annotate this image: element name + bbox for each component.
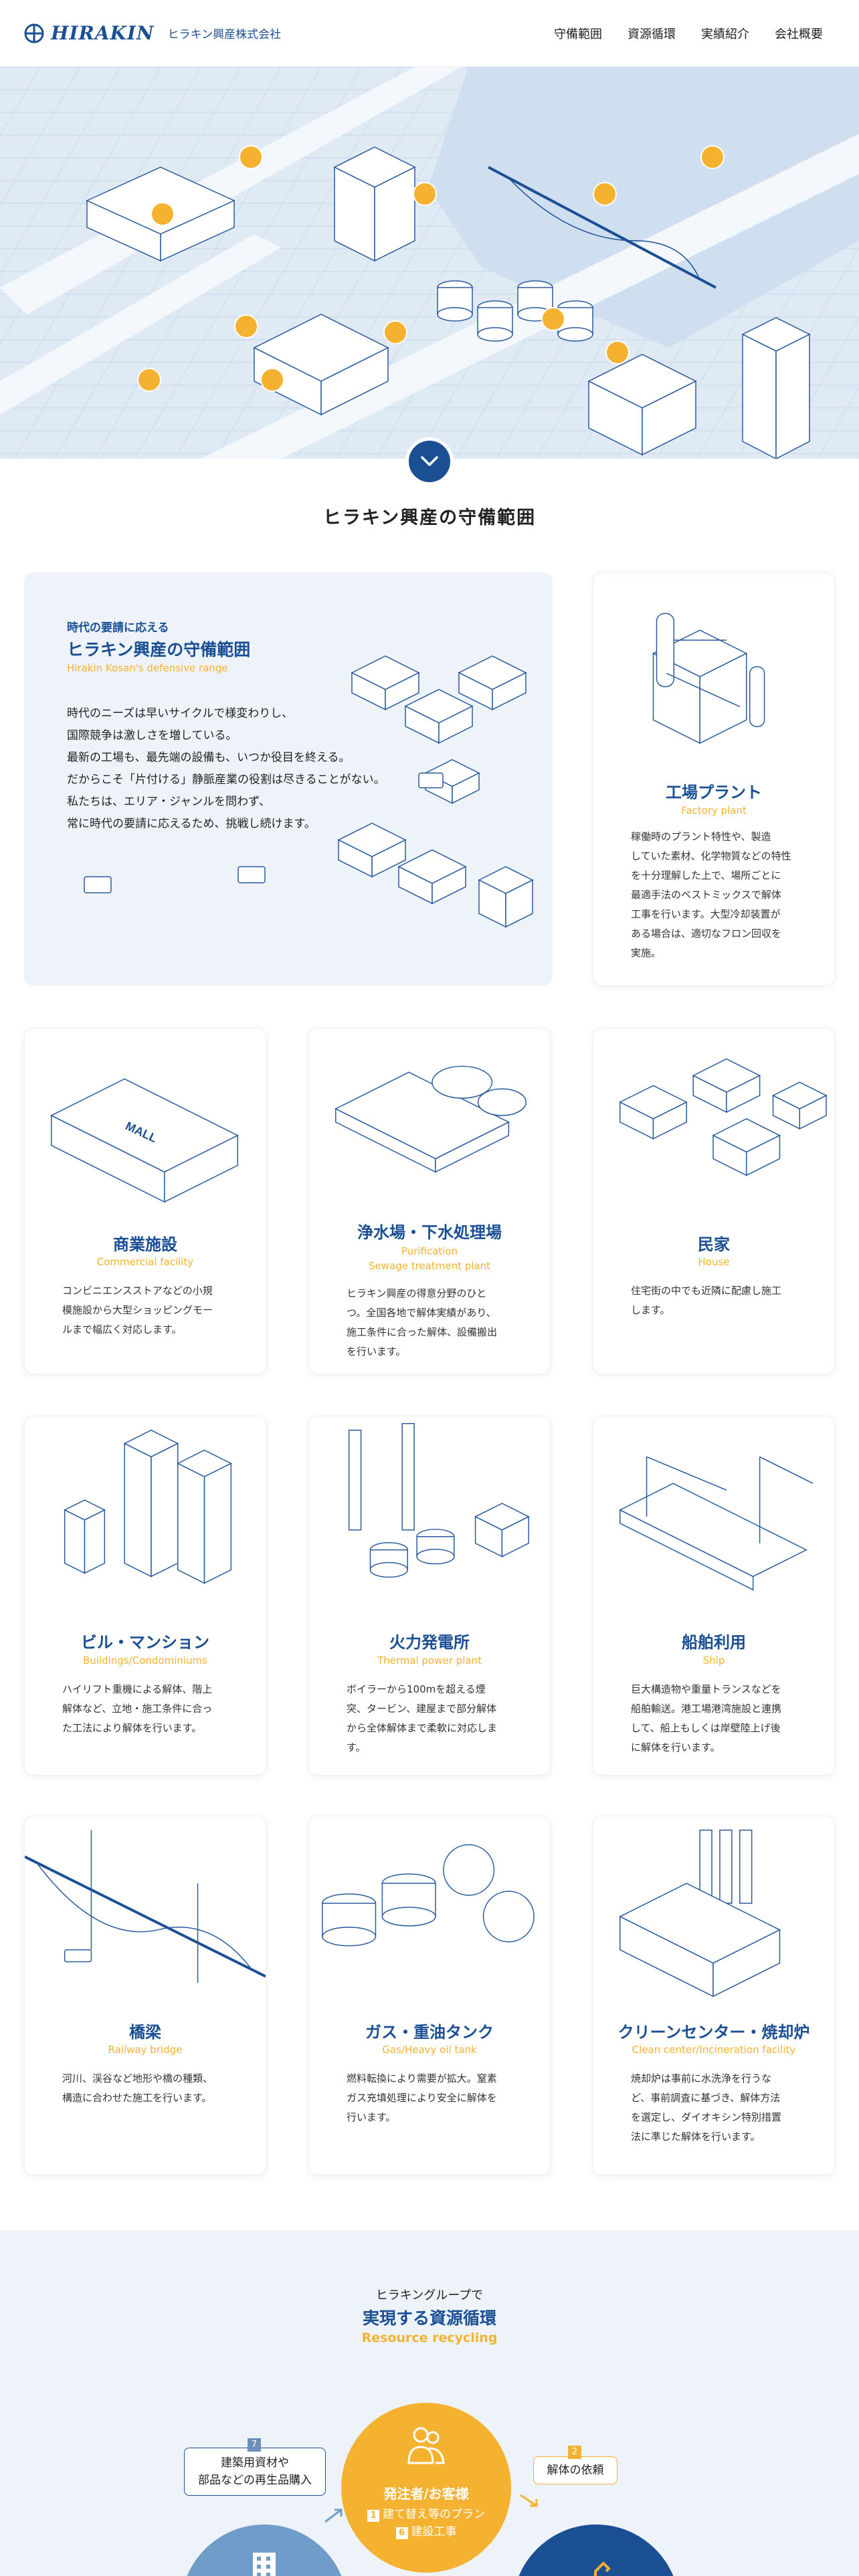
card-title: 商業施設 — [113, 1235, 177, 1254]
card-title-en: Ship — [702, 1654, 725, 1667]
card-ship[interactable]: 船舶利用 Ship 巨大構造物や重量トランスなどを船舶輸送。港工場港湾施設と連携… — [593, 1416, 835, 1776]
logo-cross-circle-icon — [24, 23, 44, 43]
intro-title: ヒラキン興産の守備範囲 — [67, 640, 251, 659]
card-title-en: Clean center/Incineration facility — [632, 2044, 796, 2056]
chevron-down-icon — [421, 456, 438, 466]
cycle-title: 実現する資源循環 — [362, 2309, 496, 2328]
card-title: 船舶利用 — [682, 1633, 746, 1652]
step-badge: 7 — [248, 2438, 261, 2452]
card-buildings-condominiums[interactable]: ビル・マンション Buildings/Condominiums ハイリフト重機に… — [24, 1416, 266, 1776]
intro-title-en: Hirakin Kosan's defensive range — [67, 662, 228, 674]
card-description: ハイリフト重機による解体、階上解体など、立地・施工条件に合っ た工法により解体を… — [62, 1683, 213, 1734]
intro-body: 時代のニーズは早いサイクルで様変わりし、 国際競争は激しさを増している。 最新の… — [67, 707, 385, 831]
card-description: 稼働時のプラント特性や、製造していた素材、化学物質などの特性 を十分理解した上で… — [631, 831, 791, 959]
card-house[interactable]: 民家 House 住宅街の中でも近隣に配慮し施工します。 — [593, 1028, 835, 1374]
card-title-en: Railway bridge — [108, 2044, 183, 2056]
card-thermal-power-plant[interactable]: 火力発電所 Thermal power plant ボイラーから100mを超える… — [308, 1416, 551, 1776]
intro-card: 時代の要請に応える ヒラキン興産の守備範囲 Hirakin Kosan's de… — [24, 572, 553, 986]
scroll-down-button[interactable] — [405, 437, 454, 486]
bridge-illustration — [25, 1830, 266, 1983]
card-title-en: Gas/Heavy oil tank — [382, 2044, 477, 2056]
step-badge: 2 — [568, 2446, 581, 2459]
cycle-node-left — [181, 2525, 348, 2576]
logo[interactable]: HIRAKIN ヒラキン興産株式会社 — [24, 22, 281, 44]
card-description: 河川、渓谷など地形や橋の種類、構造に合わせた施工を行います。 — [62, 2072, 213, 2104]
nav-link-results[interactable]: 実績紹介 — [701, 27, 749, 41]
card-description: ボイラーから100mを超える煙突、タービン、建屋まで部分解体 から全体解体まで柔… — [347, 1683, 498, 1753]
logo-company-name: ヒラキン興産株式会社 — [167, 28, 282, 41]
card-description: 住宅街の中でも近隣に配慮し施工します。 — [631, 1285, 782, 1316]
cycle-kicker: ヒラキングループで — [375, 2288, 484, 2302]
card-title-en: Factory plant — [681, 804, 747, 817]
arrow-up-right-icon — [324, 2508, 343, 2523]
card-title-en: House — [698, 1256, 730, 1268]
card-title: ビル・マンション — [81, 1633, 209, 1652]
card-description: 燃料転換により需要が拡大。窒素ガス充填処理により安全に解体を 行います。 — [347, 2072, 497, 2123]
card-description: コンビニエンスストアなどの小規模施設から大型ショッピングモー ルまで幅広く対応し… — [62, 1285, 213, 1335]
card-commercial-facility[interactable]: MALL 商業施設 Commercial facility コンビニエンスストア… — [24, 1028, 266, 1374]
sewage-plant-illustration — [335, 1065, 527, 1173]
nav-link-recycling[interactable]: 資源循環 — [628, 27, 676, 41]
nav-link-coverage[interactable]: 守備範囲 — [554, 27, 602, 41]
card-railway-bridge[interactable]: 橋梁 Railway bridge 河川、渓谷など地形や橋の種類、構造に合わせた… — [24, 1816, 266, 2175]
factory-plant-illustration — [652, 613, 765, 744]
cycle-step-recycled-purchase: 建築用資材や 部品などの再生品購入 — [184, 2448, 326, 2496]
cycle-step-demolition-request: 解体の依頼 — [533, 2456, 617, 2484]
cycle-node-right — [512, 2525, 680, 2576]
thermal-power-illustration — [348, 1422, 530, 1578]
card-title-en: Commercial facility — [96, 1256, 194, 1268]
card-title: ガス・重油タンク — [365, 2023, 494, 2042]
logo-text: HIRAKIN — [51, 22, 155, 44]
cycle-title-en: Resource recycling — [361, 2331, 498, 2345]
gas-tank-illustration — [322, 1844, 535, 1947]
card-clean-center[interactable]: クリーンセンター・焼却炉 Clean center/Incineration f… — [593, 1816, 835, 2175]
building-icon — [253, 2553, 276, 2576]
nav-link-company[interactable]: 会社概要 — [775, 27, 823, 41]
hero-isometric-city — [0, 67, 859, 459]
commercial-facility-illustration: MALL — [50, 1078, 239, 1203]
main-nav: 守備範囲 資源循環 実績紹介 会社概要 — [554, 25, 823, 42]
ship-illustration — [619, 1456, 814, 1591]
buildings-illustration — [64, 1429, 232, 1584]
card-description: 焼却炉は事前に水洗浄を行うなど、事前調査に基づき、解体方法 を選定し、ダイオキシ… — [631, 2072, 782, 2143]
card-title: 橋梁 — [129, 2023, 161, 2042]
intro-kicker: 時代の要請に応える — [67, 621, 169, 635]
client-label: 発注者/お客様 — [383, 2486, 469, 2502]
card-title: 民家 — [698, 1235, 730, 1254]
excavator-icon — [594, 2561, 611, 2576]
house-illustration — [619, 1058, 828, 1176]
people-icon — [407, 2427, 445, 2464]
card-factory-plant[interactable]: 工場プラント Factory plant 稼働時のプラント特性や、製造していた素… — [593, 572, 835, 986]
card-title-en: Thermal power plant — [377, 1654, 482, 1667]
card-description: 巨大構造物や重量トランスなどを船舶輸送。港工場港湾施設と連携 して、船上もしくは… — [631, 1683, 782, 1753]
incinerator-illustration — [619, 1829, 781, 1997]
card-title: 工場プラント — [666, 783, 762, 802]
hero-illustration — [0, 67, 859, 459]
card-title: クリーンセンター・焼却炉 — [617, 2023, 810, 2042]
card-gas-oil-tank[interactable]: ガス・重油タンク Gas/Heavy oil tank 燃料転換により需要が拡大… — [308, 1816, 551, 2175]
intro-illustration — [84, 655, 534, 928]
card-title: 浄水場・下水処理場 — [357, 1223, 502, 1242]
arrow-down-right-icon — [520, 2494, 538, 2507]
card-description: ヒラキン興産の得意分野のひとつ。全国各地で解体実績があり、 施工条件に合った解体… — [347, 1287, 498, 1358]
section-title-coverage: ヒラキン興産の守備範囲 — [322, 508, 537, 528]
card-title-en: Buildings/Condominiums — [83, 1654, 207, 1667]
card-title: 火力発電所 — [389, 1633, 470, 1652]
resource-recycling-section: ヒラキングループで 実現する資源循環 Resource recycling 発注… — [0, 2230, 859, 2576]
site-header: HIRAKIN ヒラキン興産株式会社 守備範囲 資源循環 実績紹介 会社概要 — [0, 0, 859, 67]
